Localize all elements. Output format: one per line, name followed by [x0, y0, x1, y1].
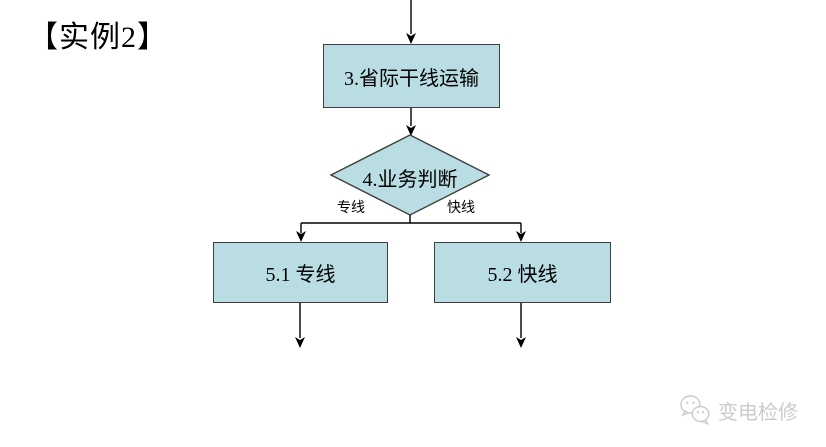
page-title: 【实例2】	[28, 21, 168, 54]
flow-node-box52: 5.2 快线	[434, 242, 611, 303]
flow-node-box51-label: 5.1 专线	[265, 264, 336, 286]
arrowhead-box51-out	[295, 337, 305, 348]
arrowhead-into-diamond	[406, 125, 416, 136]
branch-label-right: 快线	[447, 201, 475, 216]
wechat-icon	[680, 395, 710, 425]
flow-node-diamond4-label: 4.业务判断	[362, 169, 458, 191]
arrowhead-box52-out	[516, 337, 526, 348]
flow-node-box51: 5.1 专线	[213, 242, 388, 303]
watermark-text: 变电检修	[718, 401, 798, 424]
watermark: 变电检修	[679, 392, 798, 428]
flow-node-box3: 3.省际干线运输	[323, 44, 500, 108]
branch-label-left: 专线	[337, 201, 365, 216]
flow-node-box3-label: 3.省际干线运输	[344, 67, 479, 90]
flow-node-box52-label: 5.2 快线	[487, 264, 558, 286]
arrowhead-into-box51	[296, 231, 306, 242]
arrowhead-into-box52	[516, 231, 526, 242]
arrowhead-into-box3	[406, 33, 416, 44]
